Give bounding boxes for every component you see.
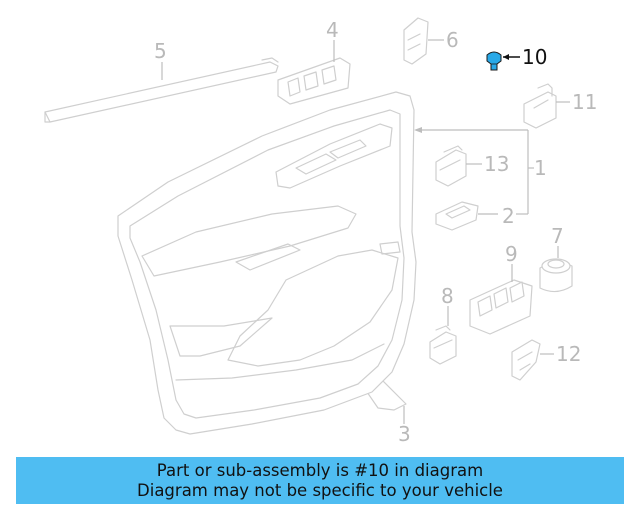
callout-10[interactable]: 10 xyxy=(522,45,547,69)
callout-1-bracket: 1 xyxy=(414,127,547,215)
part-info-banner: Part or sub-assembly is #10 in diagram D… xyxy=(16,457,624,504)
part-5-weatherstrip: 5 xyxy=(44,39,279,123)
callout-13[interactable]: 13 xyxy=(484,152,509,176)
parts-diagram: 5 4 6 10 11 13 2 xyxy=(44,17,597,446)
callout-11[interactable]: 11 xyxy=(572,90,597,114)
callout-12[interactable]: 12 xyxy=(556,342,581,366)
part-12-bracket: 12 xyxy=(511,339,581,381)
part-2-handle-bezel: 2 xyxy=(435,201,515,231)
part-13-switch: 13 xyxy=(435,145,509,187)
callout-2[interactable]: 2 xyxy=(502,204,515,228)
banner-line-1: Part or sub-assembly is #10 in diagram xyxy=(156,460,484,480)
banner-line-2: Diagram may not be specific to your vehi… xyxy=(137,480,503,500)
callout-5[interactable]: 5 xyxy=(154,39,167,63)
callout-9[interactable]: 9 xyxy=(505,242,518,266)
part-11-switch: 11 xyxy=(523,83,597,129)
part-4-switch-bezel: 4 xyxy=(277,18,351,105)
callout-3[interactable]: 3 xyxy=(398,422,411,446)
part-9-switch-assembly: 9 xyxy=(469,242,533,335)
callout-6[interactable]: 6 xyxy=(446,28,459,52)
part-7-knob-switch: 7 xyxy=(539,224,573,293)
callout-8[interactable]: 8 xyxy=(441,284,454,308)
callout-7[interactable]: 7 xyxy=(551,224,564,248)
part-8-switch: 8 xyxy=(429,284,457,365)
part-10-clip[interactable]: 10 xyxy=(486,45,547,71)
callout-4[interactable]: 4 xyxy=(326,18,339,42)
part-1-door-trim-panel xyxy=(117,91,417,435)
part-6-bracket: 6 xyxy=(403,17,459,65)
callout-1[interactable]: 1 xyxy=(534,156,547,180)
